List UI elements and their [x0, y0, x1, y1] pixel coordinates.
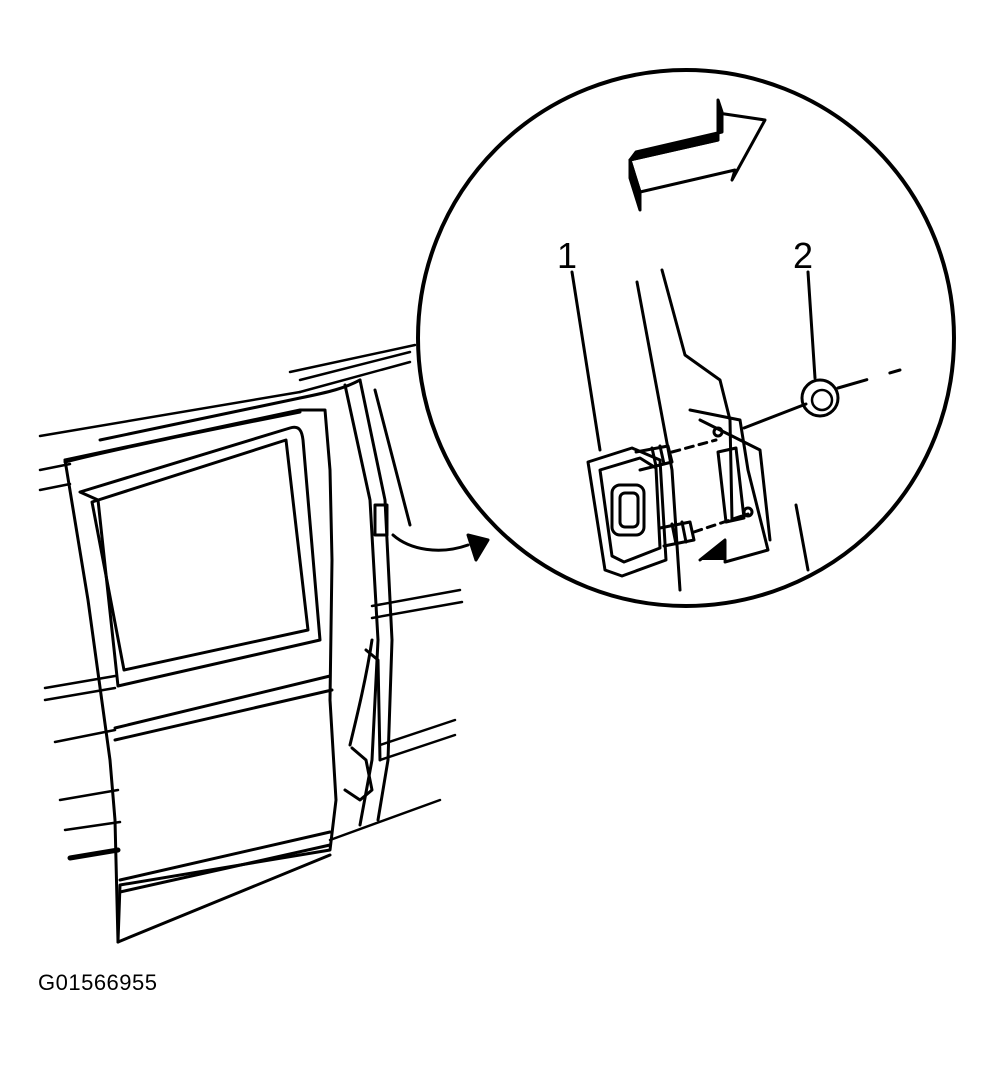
striker-mini: [373, 503, 389, 537]
callout-leaders: [570, 270, 817, 452]
leader-1: [570, 270, 602, 452]
spacer-washer: [742, 368, 902, 430]
callout-label-1: 1: [557, 235, 578, 276]
vehicle-body-lines: [38, 343, 464, 861]
detail-pillar: [635, 268, 810, 592]
sliding-door: [63, 396, 338, 944]
striker-assembly: [586, 438, 750, 578]
leader-2: [806, 270, 817, 380]
figure-id: G01566955: [38, 970, 158, 995]
detail-callout-arrow: [391, 533, 490, 562]
forward-direction-arrow: [628, 98, 767, 212]
detail-magnifier-circle: [416, 68, 956, 608]
b-pillar: [298, 378, 412, 827]
callout-label-2: 2: [793, 235, 814, 276]
